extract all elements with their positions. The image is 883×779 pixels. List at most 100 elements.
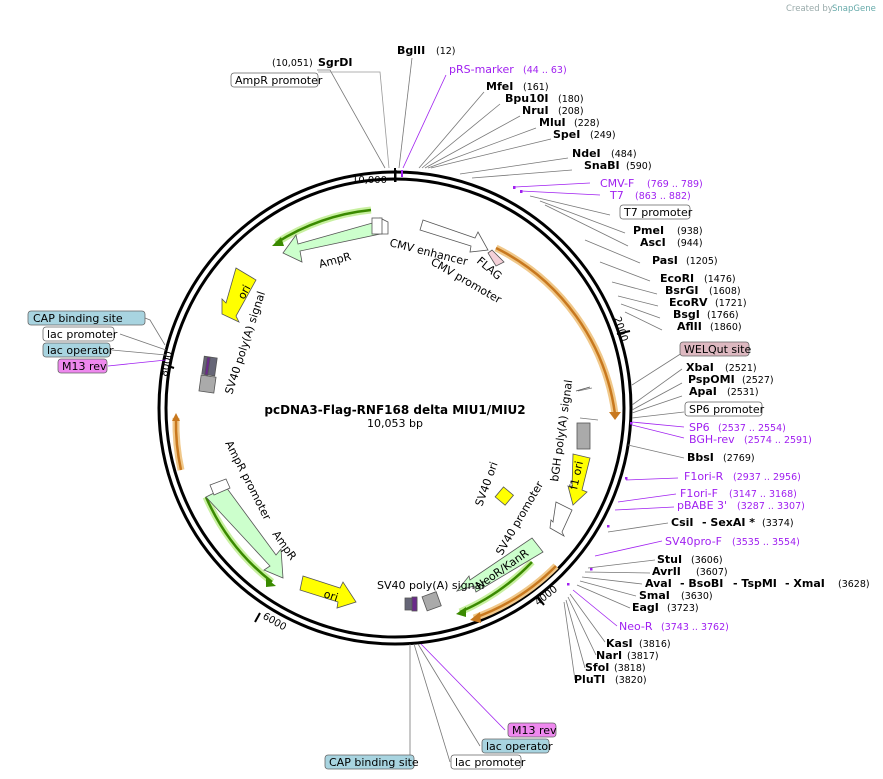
enzyme-bsobi: - BsoBI: [680, 577, 723, 590]
ampr-top-arrow: [282, 221, 381, 263]
primer-pos-t7: (863 .. 882): [635, 191, 691, 202]
bgh-polya-box: [576, 422, 591, 450]
feature-arcs: [172, 206, 621, 623]
box-lac-operator-bottom: lac operator: [486, 740, 553, 753]
primer-pbabe-3: pBABE 3': [677, 499, 727, 512]
enzyme-sfoi: SfoI: [585, 661, 609, 674]
enzyme-bsgi: BsgI: [673, 308, 700, 321]
sv40-promoter-arrow: [549, 501, 573, 538]
enzyme-pmei: PmeI: [633, 224, 664, 237]
enzyme-xmai: - XmaI: [785, 577, 825, 590]
enzyme-pluti: PluTI: [574, 673, 605, 686]
enzyme-pos-snabi: (590): [626, 161, 652, 172]
feature-label-sv40-polya-bottom: SV40 poly(A) signal: [377, 579, 484, 592]
box-cap-binding-site-bottom: CAP binding site: [329, 756, 419, 769]
ori-bottom-arrow: [299, 575, 357, 609]
primer-pos-f1ori-f: (3147 .. 3168): [729, 489, 797, 500]
enzyme-pos-nari: (3817): [627, 651, 659, 662]
enzyme-tspmi: - TspMI: [733, 577, 777, 590]
feature-label-ori-bottom: ori: [322, 587, 340, 604]
enzyme-pasi: PasI: [652, 254, 678, 267]
sv40-polya-bottom-box: [421, 591, 442, 612]
snapgene-brand-text: SnapGene: [832, 4, 876, 14]
enzyme-nrui: NruI: [522, 104, 549, 117]
enzyme-pos-smai: (3630): [681, 591, 713, 602]
primer-neo-r: Neo-R: [619, 620, 653, 633]
enzyme-pos-bsrgi: (1608): [709, 286, 741, 297]
primer-f1ori-r: F1ori-R: [684, 470, 724, 483]
enzyme-pos-nrui: (208): [558, 106, 584, 117]
box-lac-promoter-left: lac promoter: [47, 328, 118, 341]
enzyme-eagi: EagI: [632, 601, 659, 614]
primer-pos-sv40pro-f: (3535 .. 3554): [732, 537, 800, 548]
primer-pos-prs-marker: (44 .. 63): [523, 65, 567, 76]
enzyme-apai: ApaI: [689, 385, 717, 398]
enzyme-pos-asci: (944): [677, 238, 703, 249]
tick-label-10000: 10,000: [352, 175, 387, 186]
enzyme-pos-bpu10i: (180): [558, 94, 584, 105]
enzyme-pos-xbai: (2521): [725, 363, 757, 374]
enzyme-pos-apai: (2531): [727, 387, 759, 398]
leader-lines: [107, 57, 685, 763]
enzyme-mfei: MfeI: [486, 80, 513, 93]
box-sp6-promoter: SP6 promoter: [689, 403, 765, 416]
f1-ori-arrow: [567, 453, 591, 506]
enzyme-pos-sexai: (3374): [762, 518, 794, 529]
enzyme-pos-ecori: (1476): [704, 274, 736, 285]
enzyme-smai: SmaI: [639, 589, 670, 602]
primer-t7: T7: [609, 189, 624, 202]
enzyme-pos-bbsi: (2769): [723, 453, 755, 464]
primer-pos-f1ori-r: (2937 .. 2956): [733, 472, 801, 483]
enzyme-mlui: MluI: [539, 116, 566, 129]
enzyme-pos-aflii: (1860): [710, 322, 742, 333]
enzyme-pos-bglii: (12): [436, 46, 456, 57]
enzyme-ecori: EcoRI: [660, 272, 694, 285]
primer-pos-bgh-rev: (2574 .. 2591): [744, 435, 812, 446]
enzyme-ecorv: EcoRV: [669, 296, 708, 309]
flag-arrow: [487, 249, 505, 267]
enzyme-pos-stui: (3606): [691, 555, 723, 566]
neor-arrow: [455, 537, 544, 593]
enzyme-sgrdi: SgrDI: [318, 56, 352, 69]
enzyme-pos-pluti: (3820): [615, 675, 647, 686]
primer-cmv-f: CMV-F: [600, 177, 634, 190]
created-by-text: Created by: [786, 4, 833, 14]
enzyme-csii: CsiI: [671, 516, 693, 529]
feature-label-sv40-ori: SV40 ori: [473, 460, 501, 508]
enzyme-pos-avrii: (3607): [696, 567, 728, 578]
enzyme-nari: NarI: [596, 649, 622, 662]
primer-sp6: SP6: [689, 421, 710, 434]
enzyme-labels: (10,051) SgrDI BglII (12) MfeI (161) Bpu…: [272, 44, 870, 686]
enzyme-pos-sgrdi: (10,051): [272, 58, 313, 69]
primer-pos-cmv-f: (769 .. 789): [647, 179, 703, 190]
primer-pos-sp6: (2537 .. 2554): [718, 423, 786, 434]
box-m13-rev-bottom: M13 rev: [512, 724, 557, 737]
enzyme-pos-sfoi: (3818): [614, 663, 646, 674]
enzyme-pos-mlui: (228): [574, 118, 600, 129]
enzyme-pos-bsgi: (1766): [707, 310, 739, 321]
primer-bgh-rev: BGH-rev: [689, 433, 735, 446]
enzyme-pos-pspomi: (2527): [742, 375, 774, 386]
tick-label-8000: 8000: [159, 350, 175, 377]
enzyme-pos-kasi: (3816): [639, 639, 671, 650]
enzyme-stui: StuI: [657, 553, 682, 566]
box-lac-promoter-bottom: lac promoter: [455, 756, 526, 769]
enzyme-bbsi: BbsI: [687, 451, 714, 464]
enzyme-pos-xmai: (3628): [838, 579, 870, 590]
enzyme-bpu10i: Bpu10I: [505, 92, 549, 105]
enzyme-avrii: AvrII: [652, 565, 681, 578]
enzyme-pos-ecorv: (1721): [715, 298, 747, 309]
box-m13-rev-left: M13 rev: [62, 360, 107, 373]
primer-f1ori-f: F1ori-F: [680, 487, 718, 500]
primer-prs-marker: pRS-marker: [449, 63, 514, 76]
box-lac-operator-left: lac operator: [47, 344, 114, 357]
enzyme-pos-ndei: (484): [611, 149, 637, 160]
box-welqut-site: WELQut site: [684, 343, 751, 356]
primer-sv40pro-f: SV40pro-F: [665, 535, 722, 548]
enzyme-pspomi: PspOMI: [688, 373, 735, 386]
site-markers: [394, 170, 633, 586]
enzyme-spei: SpeI: [553, 128, 580, 141]
feature-label-f1-ori: f1 ori: [567, 460, 586, 491]
cmv-enhancer-arrow: [419, 219, 489, 253]
